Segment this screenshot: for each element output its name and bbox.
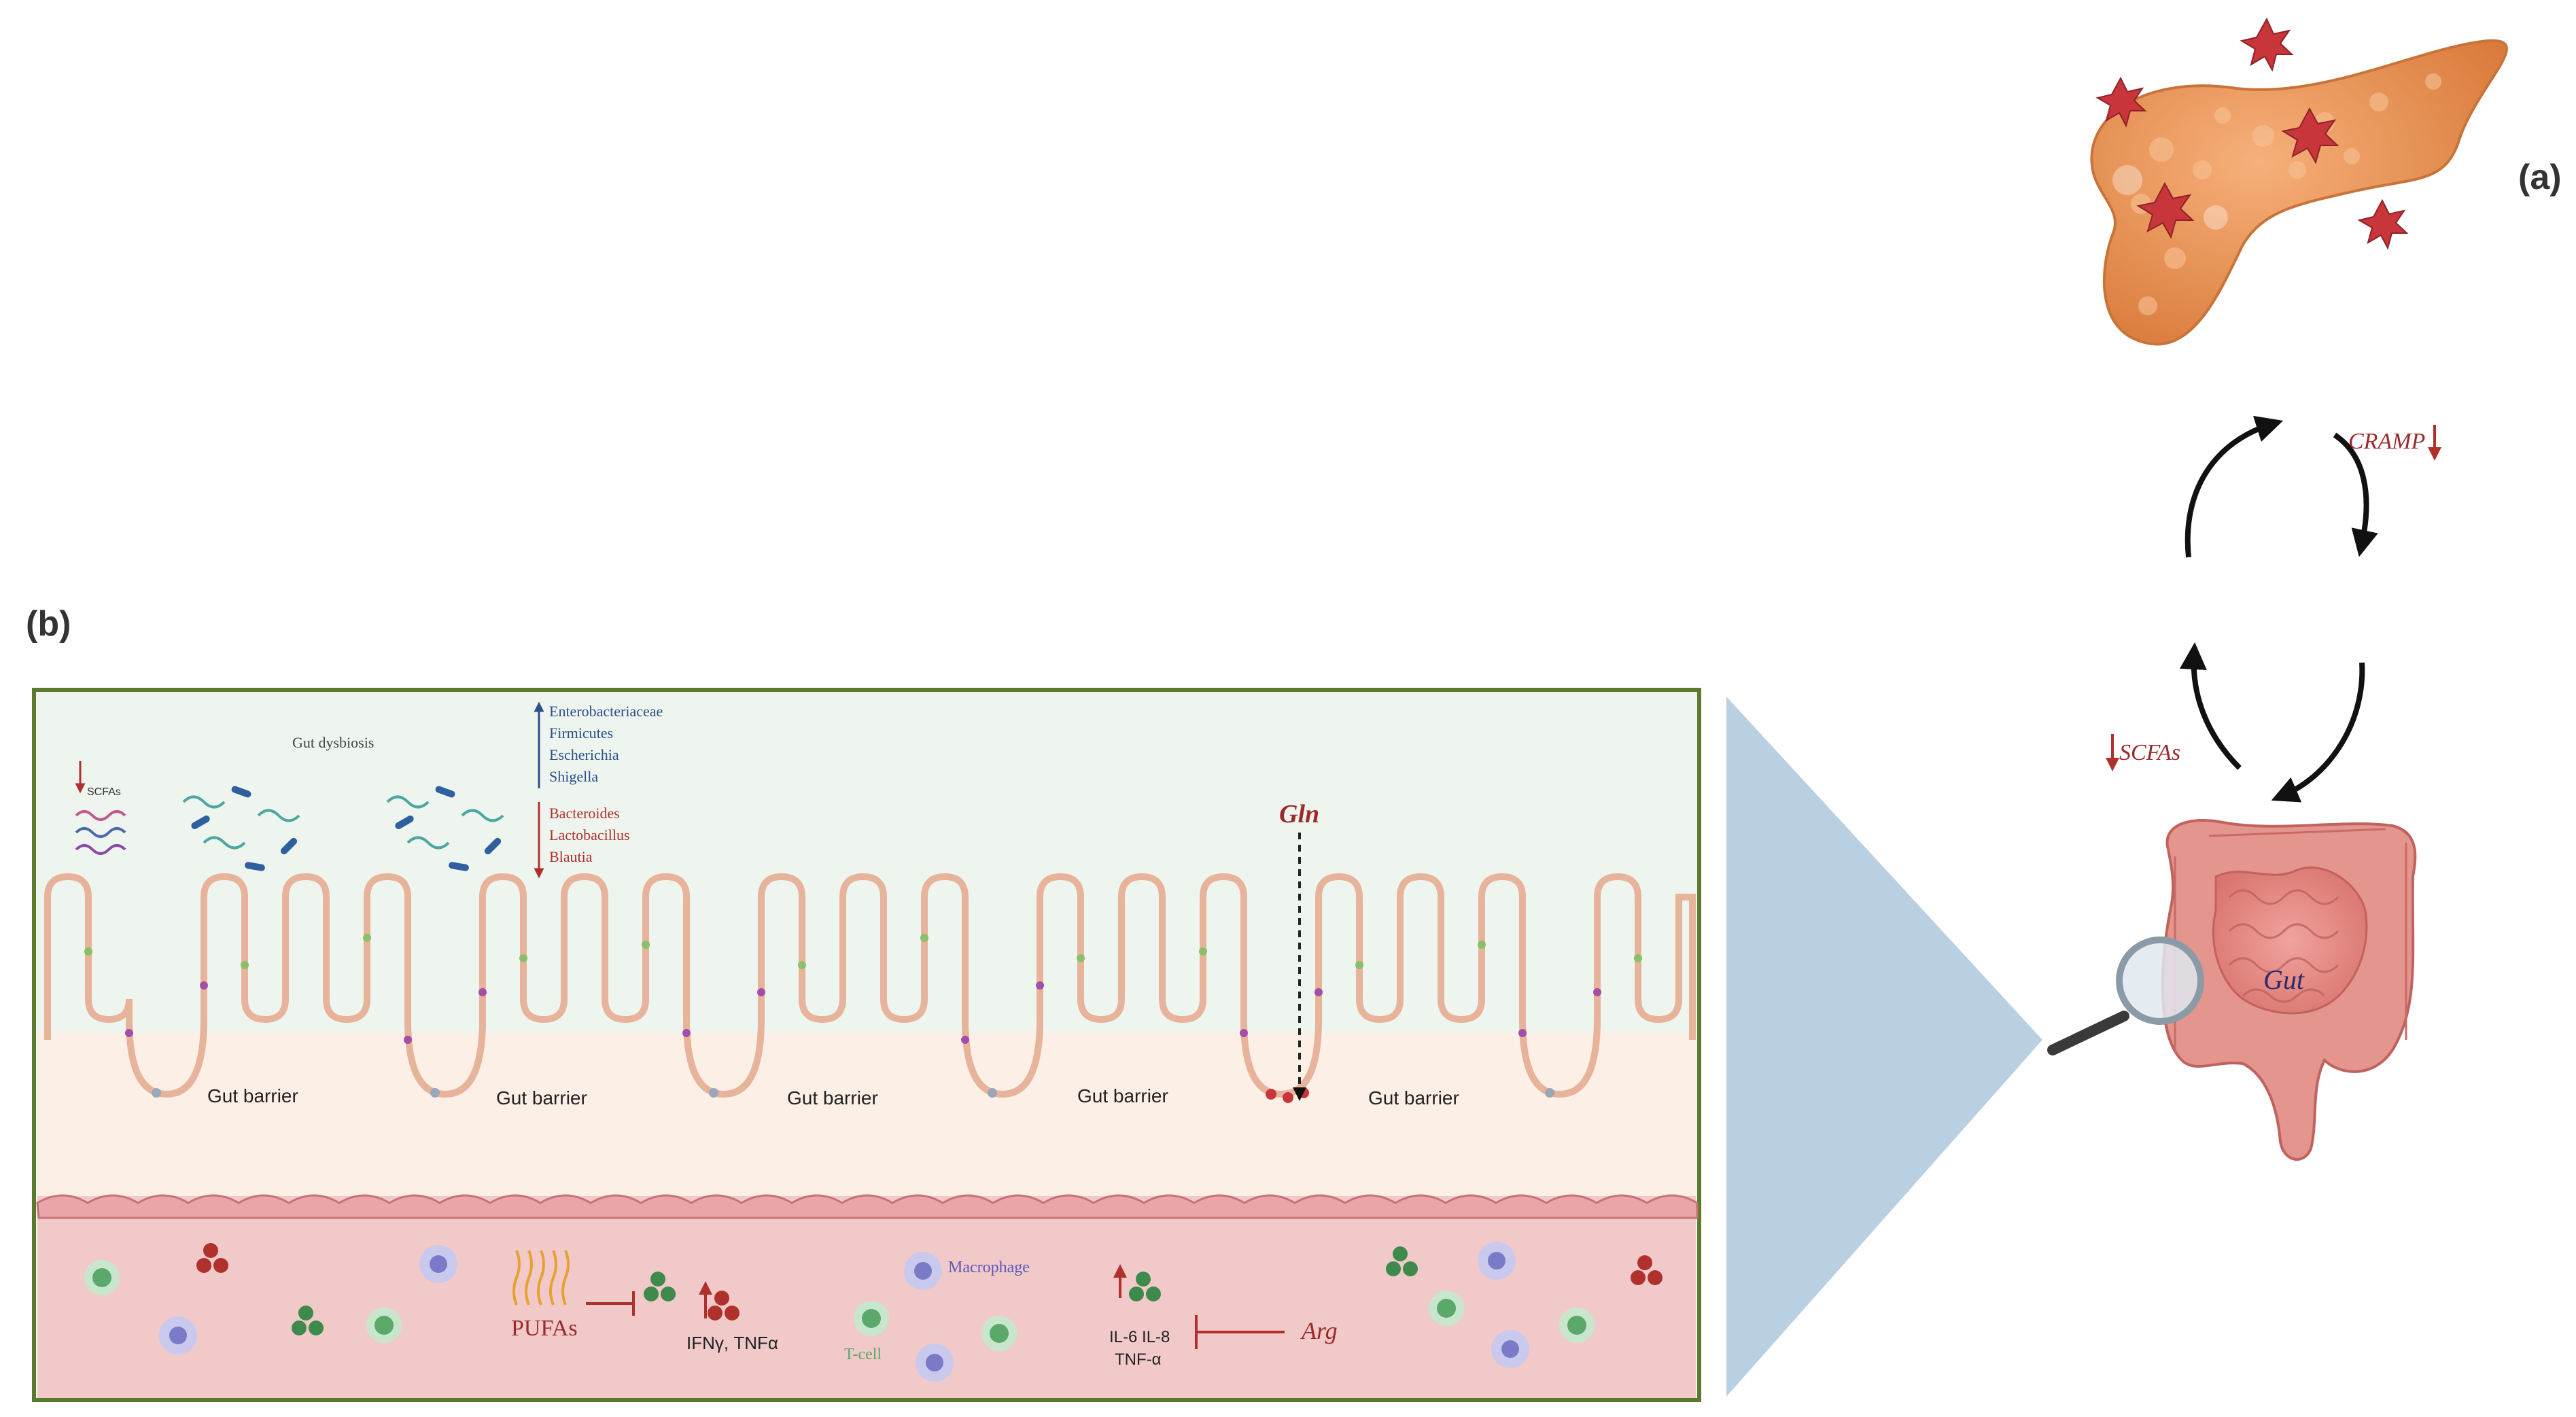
green-cytokine-cluster [292, 1306, 324, 1335]
cycle-arrow-up-left [2185, 415, 2284, 558]
gut-label: Gut [2263, 964, 2305, 995]
t-cell-icon [1429, 1291, 1464, 1326]
villi-cell-markers [84, 934, 1642, 1103]
damage-star-icon [2357, 198, 2409, 250]
bacteria-down-3: Blautia [549, 848, 593, 865]
green-cytokine-cluster [644, 1272, 676, 1301]
macrophage-icon [904, 1252, 942, 1290]
pufas-icon [512, 1250, 570, 1306]
macrophage-icon [1491, 1330, 1529, 1368]
red-cytokine-cluster [708, 1291, 739, 1320]
t-cell-icon [854, 1301, 889, 1336]
t-cell-icon [84, 1260, 120, 1295]
gut-dysbiosis-label: Gut dysbiosis [292, 734, 374, 751]
il-label-line2: TNF-α [1115, 1350, 1162, 1369]
pancreas-damage-stars [2095, 17, 2409, 250]
cycle-arrow-down-right-lower [2271, 662, 2365, 803]
bacteria-up-1: Enterobacteriaceae [549, 703, 663, 720]
panel-a-label: (a) [2518, 158, 2562, 197]
il-label-line1: IL-6 IL-8 [1109, 1328, 1170, 1346]
intestinal-villi [44, 873, 1696, 1098]
bacteria-cluster-2 [386, 786, 504, 871]
gut-barrier-label-2: Gut barrier [496, 1087, 587, 1108]
panel-b-frame [32, 688, 1701, 1402]
cramp-label: CRAMP [2348, 429, 2425, 454]
damage-star-icon [2136, 181, 2195, 239]
zoom-cone [1726, 697, 2042, 1397]
magnifier-icon [2047, 937, 2204, 1055]
bacteria-cluster-1 [182, 786, 300, 871]
arg-inhibition-icon [1195, 1315, 1285, 1349]
scfas-cycle-label: SCFAs [2119, 740, 2180, 765]
panel-b-label: (b) [26, 604, 71, 644]
cycle-arrow-down-right [2333, 432, 2378, 557]
red-cytokine-cluster [196, 1243, 228, 1273]
damage-star-icon [2281, 107, 2339, 164]
damage-star-icon [2095, 76, 2147, 128]
macrophage-icon [159, 1316, 197, 1354]
ifn-tnf-label: IFNγ, TNFα [686, 1333, 778, 1353]
t-cell-icon [366, 1308, 402, 1343]
bacteria-up-4: Shigella [549, 768, 598, 785]
macrophage-icon [419, 1245, 457, 1283]
macrophage-label: Macrophage [948, 1259, 1030, 1276]
bacteria-down-1: Bacteroides [549, 805, 620, 822]
gut-barrier-label-3: Gut barrier [787, 1087, 878, 1108]
t-cell-icon [981, 1316, 1017, 1351]
gut-illustration [2161, 819, 2417, 1161]
bacteria-up-3: Escherichia [549, 746, 619, 763]
damage-star-icon [2240, 17, 2294, 72]
gut-barrier-label-4: Gut barrier [1077, 1085, 1168, 1106]
t-cell-icon [1559, 1308, 1595, 1343]
green-cytokine-cluster [1386, 1246, 1418, 1276]
red-cytokine-cluster [1631, 1255, 1663, 1285]
gut-pancreas-cycle [2179, 415, 2378, 803]
pufas-inhibition-icon [586, 1291, 635, 1316]
green-cytokine-cluster [1129, 1272, 1161, 1301]
bacteria-down-2: Lactobacillus [549, 826, 630, 843]
gut-barrier-label-5: Gut barrier [1368, 1087, 1459, 1108]
cycle-arrow-up-left-lower [2179, 642, 2242, 770]
gln-label: Gln [1279, 800, 1319, 828]
scfas-small-label: SCFAs [87, 786, 121, 798]
arg-label: Arg [1300, 1317, 1338, 1344]
pancreas-illustration [2090, 39, 2508, 346]
gut-barrier-label-1: Gut barrier [207, 1085, 298, 1106]
bacteria-up-2: Firmicutes [549, 724, 613, 741]
t-cell-label: T-cell [844, 1346, 882, 1363]
macrophage-icon [916, 1344, 954, 1382]
macrophage-icon [1478, 1242, 1516, 1280]
immune-cells [84, 1242, 1663, 1382]
scfa-squiggles [75, 810, 126, 855]
pufas-label: PUFAs [511, 1316, 578, 1341]
